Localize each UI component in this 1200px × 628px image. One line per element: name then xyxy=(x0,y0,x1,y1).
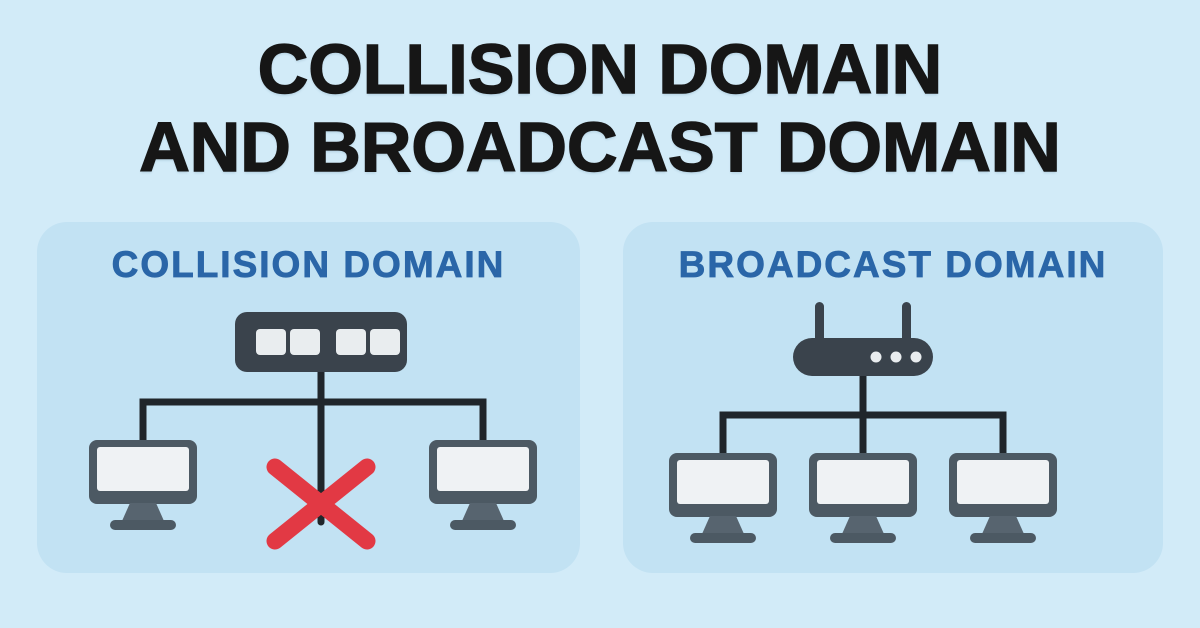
main-title-line2: AND BROADCAST DOMAIN xyxy=(138,107,1061,187)
main-title-line1: COLLISION DOMAIN xyxy=(257,29,943,109)
broadcast-panel-title: BROADCAST DOMAIN xyxy=(678,244,1108,286)
broadcast-domain-diagram xyxy=(669,302,1057,543)
hub-icon xyxy=(235,312,407,372)
computer-icon xyxy=(89,440,197,530)
computer-icon xyxy=(949,453,1057,543)
collision-domain-panel: COLLISION DOMAIN xyxy=(37,222,580,573)
collision-x-icon xyxy=(266,458,376,550)
network-branch-lines xyxy=(719,411,1007,457)
computer-icon xyxy=(429,440,537,530)
broadcast-domain-panel: BROADCAST DOMAIN xyxy=(623,222,1163,573)
collision-panel-title: COLLISION DOMAIN xyxy=(111,244,506,286)
network-branch-lines xyxy=(139,398,487,446)
computer-icon xyxy=(669,453,777,543)
router-icon xyxy=(793,302,933,376)
collision-domain-diagram xyxy=(89,312,537,550)
main-title: COLLISION DOMAIN AND BROADCAST DOMAIN xyxy=(0,29,1200,187)
computer-icon xyxy=(809,453,917,543)
